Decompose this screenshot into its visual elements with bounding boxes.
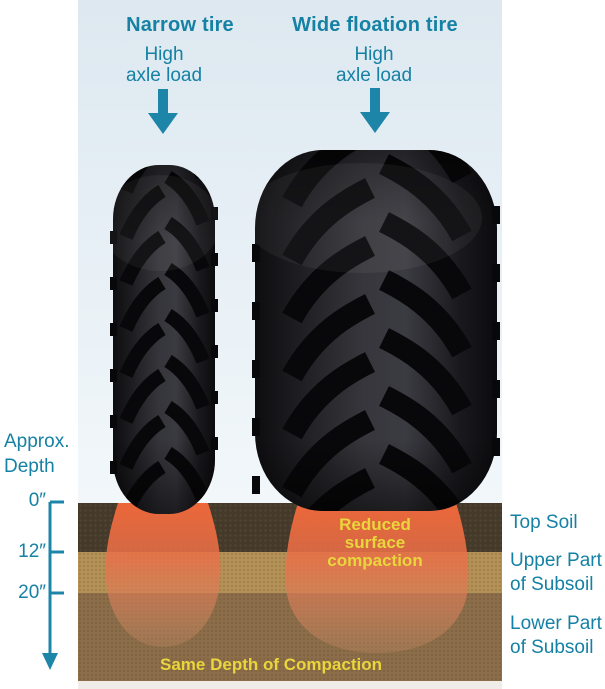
- compaction-zones: [105, 503, 469, 653]
- ground-bottom-strip: [78, 681, 502, 689]
- narrow-load-line-1: High: [144, 44, 184, 65]
- lower-subsoil-label: Lower Part of Subsoil: [510, 612, 605, 660]
- upper-subsoil-label: Upper Part of Subsoil: [510, 549, 605, 597]
- reduced-line-3: compaction: [327, 551, 423, 570]
- approx-depth-line-1: Approx.: [4, 431, 70, 452]
- depth-axis-arrowhead: [42, 653, 58, 670]
- narrow-compaction-bulb: [105, 503, 221, 647]
- wide-tire-illustration: [252, 150, 500, 511]
- reduced-line-2: surface: [344, 533, 406, 552]
- narrow-load-line-2: axle load: [125, 65, 203, 86]
- wide-load-line-1: High: [354, 44, 394, 65]
- depth-tick-20: 20″: [18, 582, 46, 603]
- reduced-compaction-annotation: Reduced surface compaction: [295, 516, 455, 570]
- lower-subsoil-line-1: Lower Part: [510, 613, 602, 634]
- same-depth-annotation: Same Depth of Compaction: [160, 655, 382, 674]
- top-soil-label: Top Soil: [510, 512, 578, 533]
- wide-compaction-bulb: [285, 503, 469, 653]
- wide-tire-title: Wide floation tire: [292, 14, 458, 36]
- upper-subsoil-line-1: Upper Part: [510, 550, 602, 571]
- narrow-tire-load-label: High axle load: [64, 44, 264, 86]
- down-arrow-icon: [360, 88, 390, 133]
- wide-tire-load-label: High axle load: [274, 44, 474, 86]
- approx-depth-label: Approx. Depth: [4, 429, 94, 479]
- depth-tick-12: 12″: [18, 541, 46, 562]
- reduced-line-1: Reduced: [339, 515, 411, 534]
- wide-load-line-2: axle load: [335, 65, 413, 86]
- depth-axis: [42, 500, 64, 670]
- lower-subsoil-line-2: of Subsoil: [510, 637, 594, 658]
- down-arrow-icon: [148, 89, 178, 134]
- upper-subsoil-line-2: of Subsoil: [510, 574, 594, 595]
- depth-tick-0: 0″: [28, 490, 46, 511]
- approx-depth-line-2: Depth: [4, 456, 55, 477]
- narrow-tire-title: Narrow tire: [126, 14, 234, 36]
- narrow-tire-illustration: [110, 165, 218, 514]
